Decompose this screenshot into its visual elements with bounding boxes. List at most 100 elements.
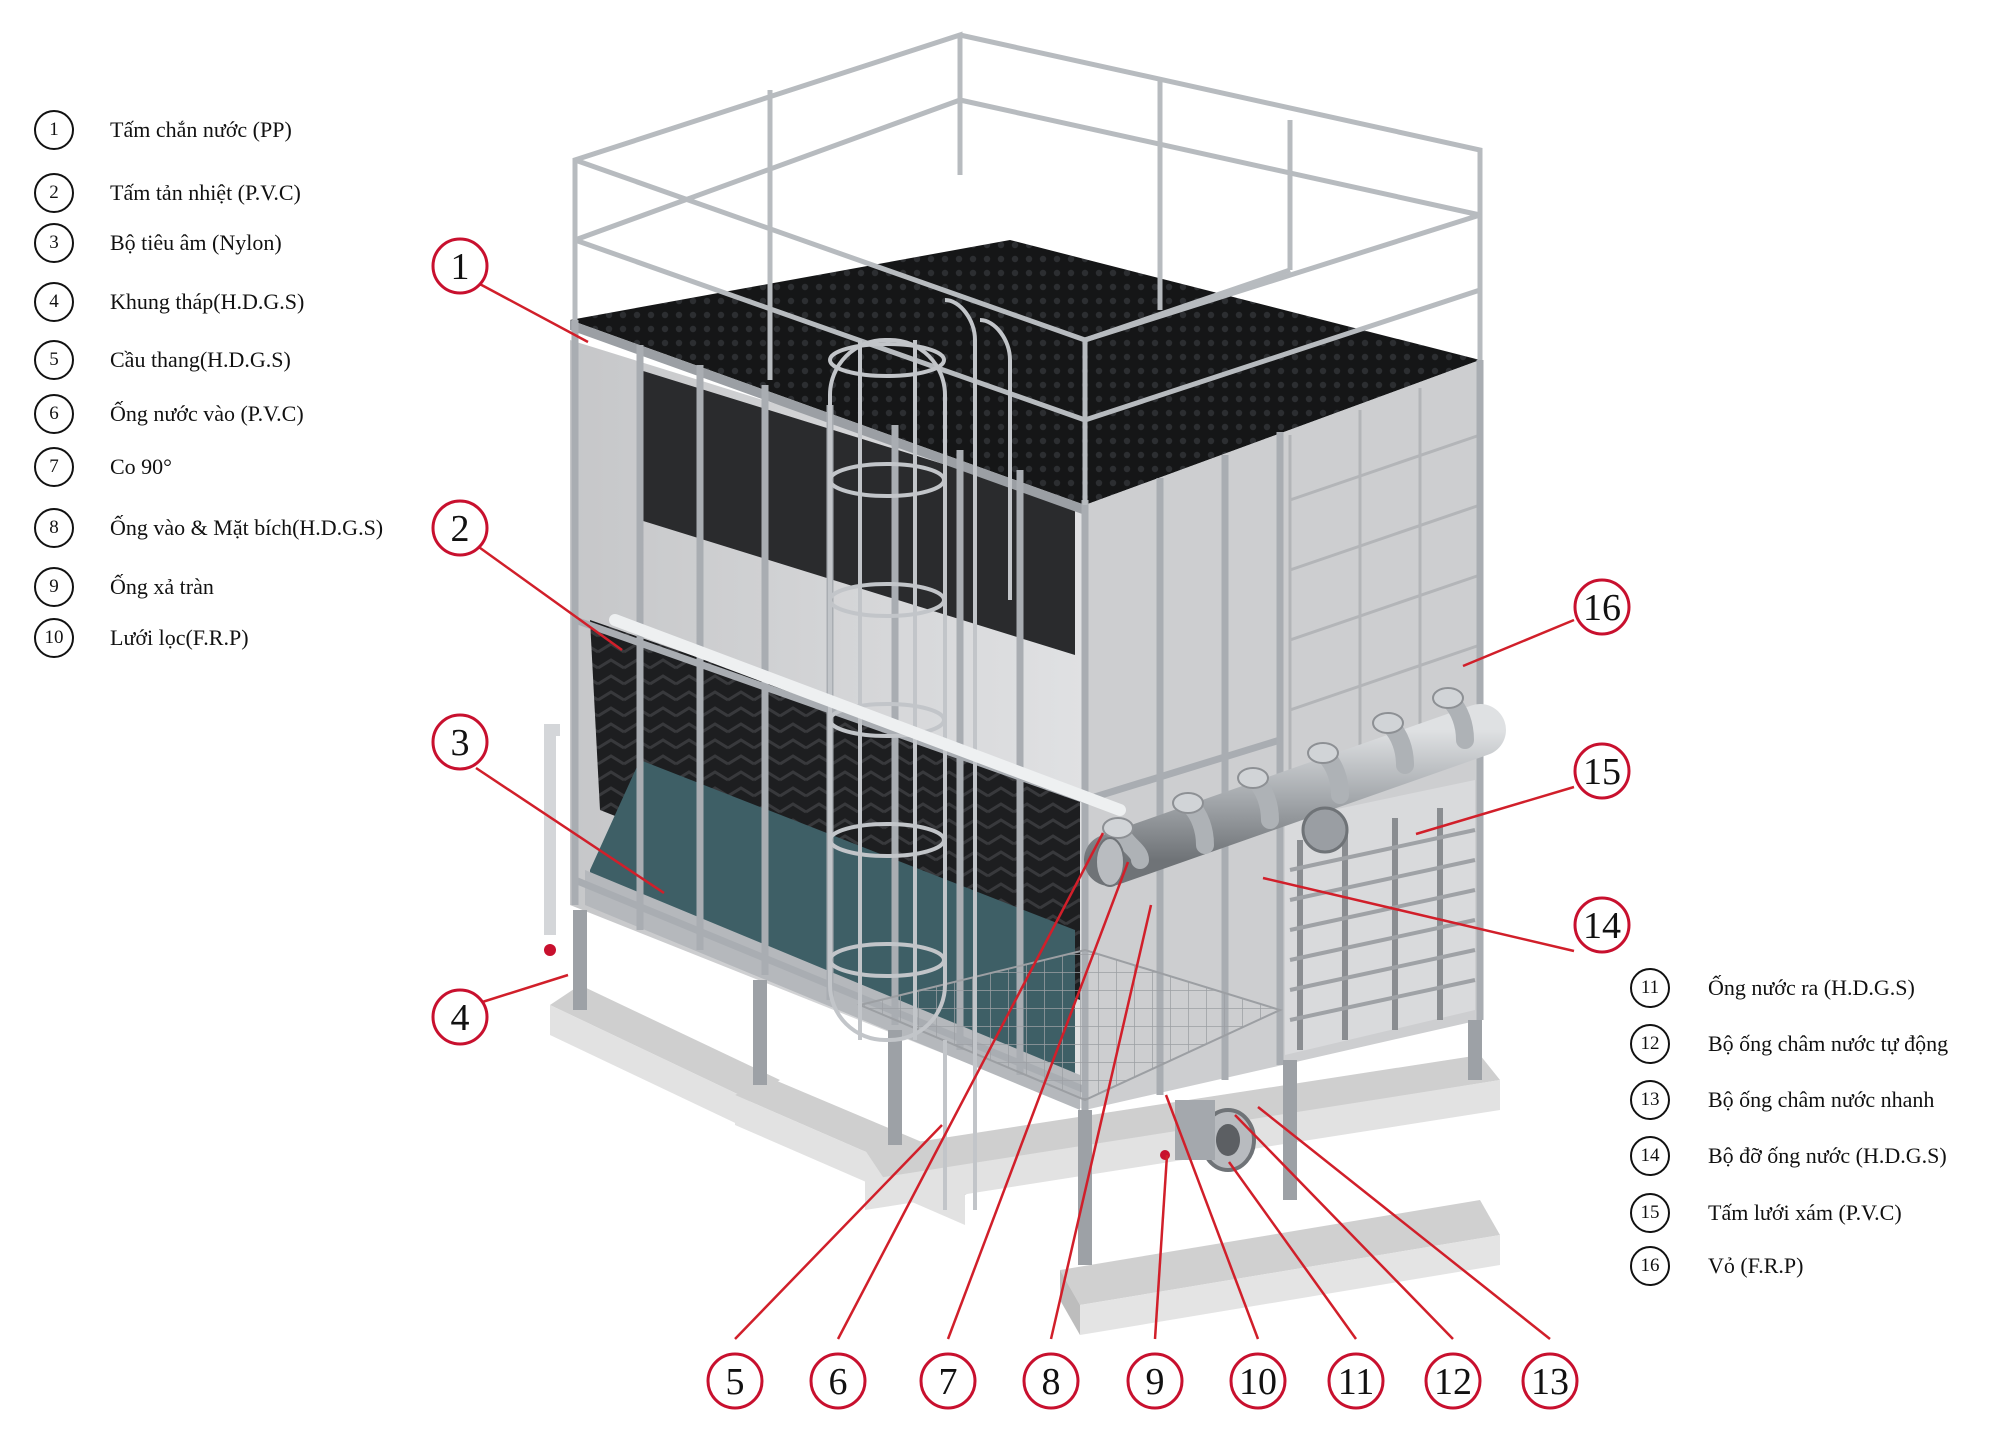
callout-ring — [431, 499, 489, 557]
callout-ring — [1424, 1352, 1482, 1410]
legend-item: 13 Bộ ống châm nước nhanh — [1630, 1080, 1934, 1120]
legend-label: Vỏ (F.R.P) — [1708, 1253, 1804, 1278]
legend-item: 1 Tấm chắn nước (PP) — [34, 110, 292, 150]
legend-number: 10 — [34, 618, 74, 658]
callout-ring — [1327, 1352, 1385, 1410]
legend-label: Ống vào & Mặt bích(H.D.G.S) — [110, 515, 384, 540]
callout-ring — [1229, 1352, 1287, 1410]
caged-ladder — [828, 298, 1012, 1210]
legend-label: Bộ ống châm nước nhanh — [1708, 1087, 1935, 1112]
callout-ring — [1126, 1352, 1184, 1410]
callout-number: 8 — [1042, 1361, 1061, 1403]
legend-number: 8 — [34, 508, 74, 548]
legend-number: 9 — [34, 567, 74, 607]
legend-number: 11 — [1630, 968, 1670, 1008]
callout-ring — [1521, 1352, 1579, 1410]
callout-ring — [1573, 896, 1631, 954]
leader-11 — [1227, 1161, 1358, 1340]
callout-10: 10 — [1229, 1352, 1287, 1410]
legend-number: 3 — [34, 223, 74, 263]
top-handrail — [572, 31, 1483, 505]
callout-number: 14 — [1583, 905, 1621, 947]
legend-item: 11 Ống nước ra (H.D.G.S) — [1630, 968, 1915, 1008]
legend-item: 16 Vỏ (F.R.P) — [1630, 1246, 1803, 1286]
legend-number: 16 — [1630, 1246, 1670, 1286]
callout-ring — [1573, 578, 1631, 636]
legend-label: Bộ ống châm nước tự động — [1708, 1031, 1949, 1056]
legend-label: Ống xả tràn — [110, 574, 214, 599]
callout-number: 1 — [451, 246, 470, 288]
pvc-inlet-pipe — [609, 614, 1126, 816]
callout-number: 10 — [1239, 1361, 1277, 1403]
legend-item: 8 Ống vào & Mặt bích(H.D.G.S) — [34, 508, 383, 548]
legend-label: Lưới lọc(F.R.P) — [110, 625, 249, 650]
legend-number: 4 — [34, 282, 74, 322]
legend-number: 7 — [34, 447, 74, 487]
callout-1: 1 — [431, 237, 489, 295]
legend-item: 2 Tấm tản nhiệt (P.V.C) — [34, 173, 301, 213]
legend-item: 5 Cầu thang(H.D.G.S) — [34, 340, 291, 380]
callout-number: 13 — [1531, 1361, 1569, 1403]
leader-5 — [734, 1124, 943, 1340]
callout-14: 14 — [1573, 896, 1631, 954]
callout-7: 7 — [919, 1352, 977, 1410]
legend-label: Cầu thang(H.D.G.S) — [110, 347, 291, 372]
callout-2: 2 — [431, 499, 489, 557]
leader-10 — [1164, 1094, 1260, 1340]
legend-label: Tấm lưới xám (P.V.C) — [1708, 1200, 1902, 1225]
leader-13 — [1257, 1106, 1551, 1340]
callout-9: 9 — [1126, 1352, 1184, 1410]
outlet-pipe — [1160, 1100, 1256, 1172]
callout-ring — [431, 713, 489, 771]
legend-number: 15 — [1630, 1193, 1670, 1233]
callout-8: 8 — [1022, 1352, 1080, 1410]
callout-16: 16 — [1573, 578, 1631, 636]
legend-label: Tấm tản nhiệt (P.V.C) — [110, 180, 301, 205]
legend-number: 5 — [34, 340, 74, 380]
callout-number: 4 — [451, 997, 470, 1039]
callout-number: 3 — [451, 722, 470, 764]
callout-5: 5 — [706, 1352, 764, 1410]
legend-number: 6 — [34, 394, 74, 434]
leader-2 — [475, 543, 623, 652]
callout-ring — [919, 1352, 977, 1410]
callout-12: 12 — [1424, 1352, 1482, 1410]
legend-number: 2 — [34, 173, 74, 213]
callout-number: 6 — [829, 1361, 848, 1403]
callout-number: 9 — [1146, 1361, 1165, 1403]
leader-3 — [475, 766, 665, 895]
leader-6 — [836, 832, 1105, 1340]
callout-13: 13 — [1521, 1352, 1579, 1410]
callout-ring — [431, 237, 489, 295]
legend-label: Bộ đỡ ống nước (H.D.G.S) — [1708, 1143, 1947, 1168]
callout-number: 15 — [1583, 751, 1621, 793]
leader-9 — [1153, 1154, 1169, 1340]
callout-number: 7 — [939, 1361, 958, 1403]
leader-14 — [1262, 876, 1575, 953]
leader-4 — [475, 973, 569, 1006]
legend-item: 15 Tấm lưới xám (P.V.C) — [1630, 1193, 1902, 1233]
callout-ring — [431, 988, 489, 1046]
support-legs — [573, 910, 1482, 1265]
legend-item: 6 Ống nước vào (P.V.C) — [34, 394, 304, 434]
leader-12 — [1234, 1114, 1454, 1340]
callout-4: 4 — [431, 988, 489, 1046]
callout-ring — [809, 1352, 867, 1410]
callout-ring — [1573, 742, 1631, 800]
callout-ring — [1022, 1352, 1080, 1410]
legend-label: Ống nước ra (H.D.G.S) — [1708, 975, 1915, 1000]
legend-number: 1 — [34, 110, 74, 150]
callout-number: 11 — [1338, 1361, 1375, 1403]
legend-label: Tấm chắn nước (PP) — [110, 117, 292, 142]
leader-7 — [946, 861, 1130, 1340]
legend-label: Ống nước vào (P.V.C) — [110, 401, 304, 426]
legend-number: 13 — [1630, 1080, 1670, 1120]
leader-8 — [1049, 904, 1153, 1340]
